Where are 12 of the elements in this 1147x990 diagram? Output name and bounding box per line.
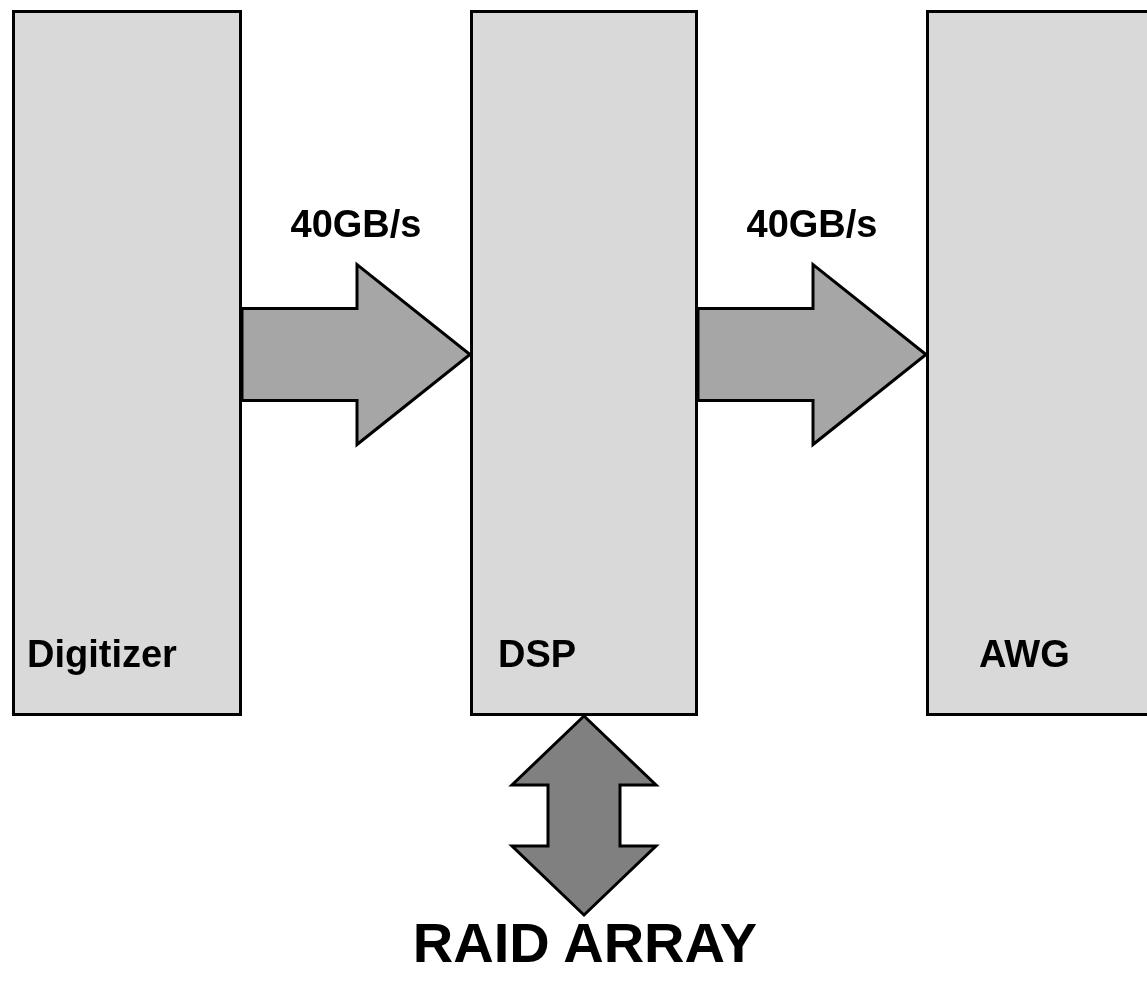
process-box bbox=[926, 10, 1147, 716]
edge-label: 40GB/s bbox=[289, 204, 423, 243]
edge-label: 40GB/s bbox=[745, 204, 879, 243]
box-label: Digitizer bbox=[27, 635, 177, 673]
block-arrow bbox=[696, 261, 929, 448]
process-box bbox=[470, 10, 698, 716]
storage-label: RAID ARRAY bbox=[380, 915, 790, 971]
box-label: AWG bbox=[979, 635, 1070, 673]
box-label: DSP bbox=[498, 635, 577, 673]
block-arrow bbox=[508, 713, 660, 918]
process-box bbox=[12, 10, 242, 716]
block-arrow bbox=[240, 261, 473, 448]
